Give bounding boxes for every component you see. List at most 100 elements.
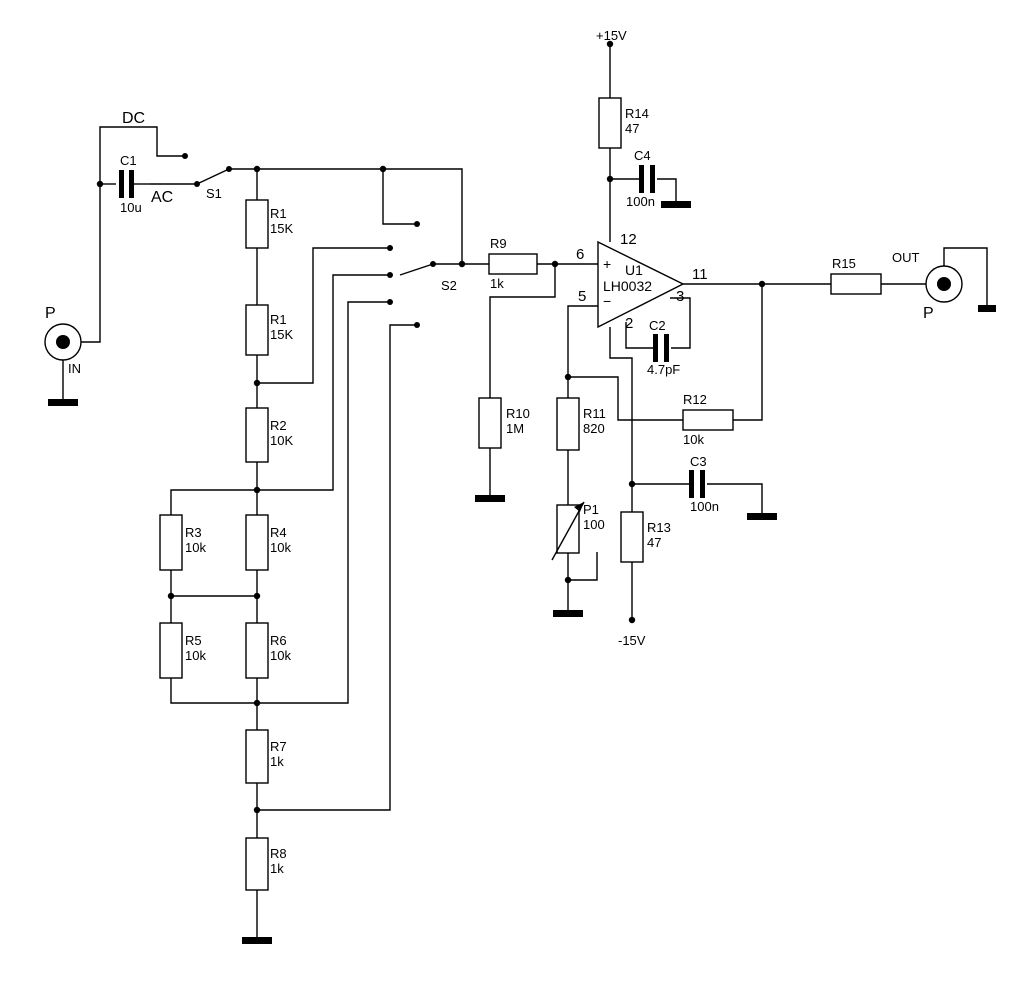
r13-ref: R13 <box>647 520 671 535</box>
r1b-ref: R1 <box>270 312 287 327</box>
r6-value: 10k <box>270 648 291 663</box>
r8-ref: R8 <box>270 846 287 861</box>
r7-ref: R7 <box>270 739 287 754</box>
junction-dot <box>606 175 614 183</box>
r10-ref: R10 <box>506 406 530 421</box>
junction-dot <box>253 486 261 494</box>
supply-negative-label: -15V <box>618 633 646 648</box>
r6-ref: R6 <box>270 633 287 648</box>
input-jack <box>44 323 82 361</box>
junction-dot <box>253 699 261 707</box>
c3-value: 100n <box>690 499 719 514</box>
r13-value: 47 <box>647 535 661 550</box>
junction-dot <box>379 165 387 173</box>
junction-dot <box>167 592 175 600</box>
s1-contact-dc <box>182 153 188 159</box>
s2-contact <box>387 299 393 305</box>
ground-icon <box>661 201 691 208</box>
junction-dot <box>253 165 261 173</box>
resistor-r8 <box>245 837 269 891</box>
opamp-minus-sign: − <box>603 293 611 309</box>
s2-contact <box>414 322 420 328</box>
r15-ref: R15 <box>832 256 856 271</box>
switch-s2-label: S2 <box>441 278 457 293</box>
supply-terminal-positive <box>606 40 614 48</box>
resistor-r6 <box>245 622 269 679</box>
c2-value: 4.7pF <box>647 362 680 377</box>
r11-value: 820 <box>583 421 605 436</box>
r8-value: 1k <box>270 861 284 876</box>
resistor-r4 <box>245 514 269 571</box>
r1a-ref: R1 <box>270 206 287 221</box>
s1-contact-ac <box>194 181 200 187</box>
r1a-value: 15K <box>270 221 293 236</box>
input-label: IN <box>68 361 81 376</box>
resistor-r1b <box>245 304 269 356</box>
capacitor-c2-plate <box>664 334 669 362</box>
ground-icon <box>242 937 272 944</box>
capacitor-c3-plate <box>689 470 694 498</box>
supply-terminal-negative <box>628 616 636 624</box>
dc-label: DC <box>122 110 145 127</box>
output-jack-label: P <box>923 305 934 322</box>
resistor-r14 <box>598 97 622 149</box>
resistor-r11 <box>556 397 580 451</box>
capacitor-c3-plate <box>700 470 705 498</box>
opamp-triangle <box>597 240 685 329</box>
opamp-u1: + − U1 LH0032 6 5 12 11 3 2 <box>576 231 708 332</box>
ground-icon <box>553 610 583 617</box>
r14-value: 47 <box>625 121 639 136</box>
junction-dot <box>628 480 636 488</box>
output-label: OUT <box>892 250 920 265</box>
s2-contact <box>387 272 393 278</box>
switch-contacts <box>182 153 436 328</box>
resistor-r13 <box>620 511 644 563</box>
ground-icon <box>747 513 777 520</box>
potentiometer-arrow-head <box>574 502 584 512</box>
capacitor-c1-plate <box>119 170 124 198</box>
resistor-r10 <box>478 397 502 449</box>
resistor-r5 <box>159 622 183 679</box>
c3-ref: C3 <box>690 454 707 469</box>
switch-s1-label: S1 <box>206 186 222 201</box>
potentiometer-arrow <box>551 501 585 561</box>
opamp-ref-label: U1 <box>625 262 643 278</box>
r5-value: 10k <box>185 648 206 663</box>
resistor-r12 <box>682 409 734 431</box>
r2-value: 10K <box>270 433 293 448</box>
opamp-pin-label: 3 <box>676 288 684 305</box>
r5-ref: R5 <box>185 633 202 648</box>
junction-dots <box>96 40 766 814</box>
capacitor-c1-plate <box>129 170 134 198</box>
junction-dot <box>564 373 572 381</box>
r14-ref: R14 <box>625 106 649 121</box>
resistor-r1a <box>245 199 269 249</box>
r11-ref: R11 <box>583 406 606 421</box>
resistor-r3 <box>159 514 183 571</box>
r12-ref: R12 <box>683 392 707 407</box>
resistor-r15 <box>830 273 882 295</box>
c1-value: 10u <box>120 200 142 215</box>
r7-value: 1k <box>270 754 284 769</box>
p1-ref: P1 <box>583 502 599 517</box>
s2-contact <box>414 221 420 227</box>
r4-value: 10k <box>270 540 291 555</box>
r9-value: 1k <box>490 276 504 291</box>
r2-ref: R2 <box>270 418 287 433</box>
supply-positive-label: +15V <box>596 28 627 43</box>
ground-icon <box>475 495 505 502</box>
resistor-r2 <box>245 407 269 463</box>
labels: +15V -15V P IN P OUT DC AC S1 S2 C1 10u … <box>45 28 934 876</box>
resistor-r9 <box>488 253 538 275</box>
r3-value: 10k <box>185 540 206 555</box>
ground-icon <box>978 305 996 312</box>
junction-dot <box>758 280 766 288</box>
r3-ref: R3 <box>185 525 202 540</box>
junction-dot <box>253 806 261 814</box>
input-jack-label: P <box>45 305 56 322</box>
ground-icon <box>48 399 78 406</box>
junction-dot <box>458 260 466 268</box>
c2-ref: C2 <box>649 318 666 333</box>
resistors <box>159 97 882 891</box>
